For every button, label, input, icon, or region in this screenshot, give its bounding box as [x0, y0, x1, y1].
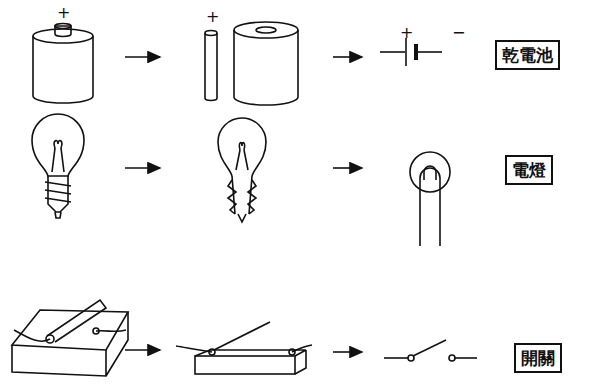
minus-sign: −	[452, 25, 465, 41]
switch-side	[176, 322, 312, 374]
arrow	[333, 167, 362, 169]
battery-symbol	[380, 38, 442, 66]
arrow	[333, 56, 362, 58]
plus-sign: +	[57, 5, 70, 21]
arrow	[125, 167, 160, 169]
plus-sign: +	[206, 9, 219, 25]
bulb-section	[218, 118, 266, 222]
battery-parts	[205, 22, 298, 105]
battery-drawing	[33, 24, 93, 104]
plus-sign: +	[400, 25, 413, 41]
label-text: 電燈	[512, 160, 546, 180]
switch-drawing	[12, 300, 128, 376]
arrow	[125, 56, 160, 58]
lamp-symbol	[410, 152, 450, 246]
label-text: 乾電池	[502, 45, 553, 65]
arrow	[333, 351, 362, 353]
label-text: 開關	[521, 348, 555, 368]
label-box: 乾電池	[495, 40, 560, 70]
label-box: 電燈	[505, 155, 553, 185]
label-box: 開關	[514, 343, 562, 373]
switch-symbol	[384, 340, 477, 361]
bulb-drawing	[32, 114, 84, 218]
arrow	[125, 349, 160, 351]
